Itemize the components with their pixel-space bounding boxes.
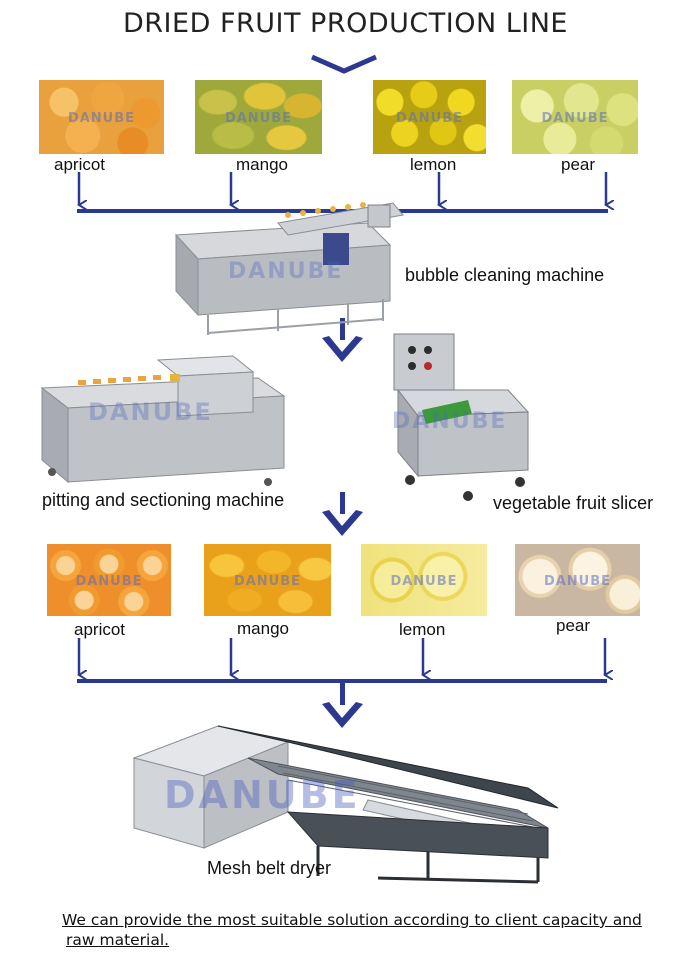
raw-fruit-label-apricot: apricot bbox=[54, 155, 106, 174]
pear-photo: DANUBE bbox=[512, 80, 638, 154]
sliced-pear-photo: DANUBE bbox=[515, 544, 640, 616]
raw-fruit-label-lemon: lemon bbox=[410, 155, 457, 174]
mango-photo: DANUBE bbox=[195, 80, 322, 154]
machine-label-dryer: Mesh belt dryer bbox=[207, 858, 332, 878]
sliced-mango-photo: DANUBE bbox=[204, 544, 331, 616]
pitting-sectioning-machine-image: DANUBE bbox=[40, 355, 286, 486]
sliced-fruit-label-lemon: lemon bbox=[399, 620, 446, 639]
down-arrow-icon bbox=[322, 318, 363, 362]
down-arrow-icon bbox=[322, 492, 363, 536]
footer-line-2: raw material. bbox=[66, 931, 170, 949]
page-title: DRIED FRUIT PRODUCTION LINE bbox=[123, 8, 568, 39]
machine-label-cleaning: bubble cleaning machine bbox=[405, 265, 605, 285]
svg-text:DANUBE: DANUBE bbox=[228, 259, 343, 284]
title-chevron-icon bbox=[310, 54, 378, 74]
mesh-belt-dryer-image: DANUBE bbox=[132, 725, 559, 884]
bubble-cleaning-machine-image: DANUBE bbox=[174, 202, 404, 335]
raw-fruit-label-pear: pear bbox=[561, 155, 596, 174]
vegetable-fruit-slicer-image: DANUBE bbox=[392, 333, 530, 501]
apricot-photo: DANUBE bbox=[39, 80, 164, 154]
collector-bar-bottom bbox=[77, 679, 607, 683]
sliced-fruit-label-apricot: apricot bbox=[74, 620, 126, 639]
machine-label-slicer: vegetable fruit slicer bbox=[493, 493, 654, 513]
down-arrow-icon bbox=[322, 683, 363, 728]
svg-text:DANUBE: DANUBE bbox=[164, 773, 361, 817]
machine-label-pitting: pitting and sectioning machine bbox=[42, 490, 285, 510]
collector-bar-top bbox=[77, 209, 608, 213]
raw-fruit-label-mango: mango bbox=[236, 155, 288, 174]
footer-note: We can provide the most suitable solutio… bbox=[62, 910, 662, 950]
sliced-fruit-label-mango: mango bbox=[237, 619, 289, 638]
svg-text:DANUBE: DANUBE bbox=[392, 409, 507, 434]
footer-line-1: We can provide the most suitable solutio… bbox=[62, 911, 642, 929]
sliced-lemon-photo: DANUBE bbox=[361, 544, 487, 616]
svg-text:DANUBE: DANUBE bbox=[88, 398, 213, 426]
sliced-fruit-label-pear: pear bbox=[556, 616, 591, 635]
sliced-apricot-photo: DANUBE bbox=[47, 544, 171, 616]
lemon-photo: DANUBE bbox=[373, 80, 486, 154]
